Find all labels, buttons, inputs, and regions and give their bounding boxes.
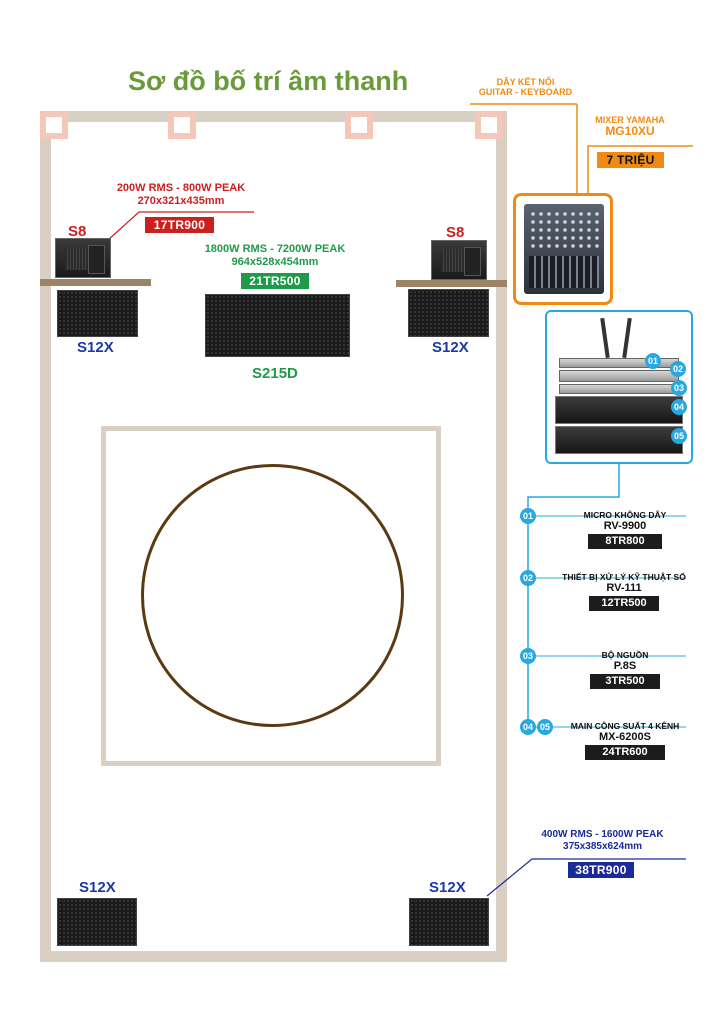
mixer-label: MIXER YAMAHA MG10XU bbox=[590, 115, 670, 139]
equipment-num-05: 05 bbox=[537, 719, 553, 735]
s12x-top-left-label: S12X bbox=[77, 339, 114, 356]
s12x-spec-dimension: 375x385x624mm bbox=[563, 840, 642, 852]
equipment-title: MICRO KHÔNG DÂY bbox=[583, 510, 667, 520]
equipment-model: RV-111 bbox=[606, 582, 642, 594]
s12x-bottom-left-label: S12X bbox=[79, 879, 116, 896]
dance-floor bbox=[101, 426, 441, 766]
dance-floor-circle bbox=[141, 464, 404, 727]
mic-receiver-image bbox=[559, 358, 679, 368]
equipment-price: 24TR600 bbox=[585, 745, 665, 760]
s8-spec-power: 200W RMS - 800W PEAK bbox=[116, 182, 246, 194]
s8-price-badge: 17TR900 bbox=[145, 217, 214, 233]
s8-spec: 200W RMS - 800W PEAK 270x321x435mm bbox=[106, 182, 256, 207]
rack-badge-02: 02 bbox=[670, 361, 686, 377]
equipment-model: RV-9900 bbox=[603, 520, 647, 532]
power-sequencer-image bbox=[559, 384, 679, 394]
equipment-price: 12TR500 bbox=[589, 596, 659, 611]
equipment-num-04: 04 bbox=[520, 719, 536, 735]
equipment-item-processor: THIẾT BỊ XỬ LÝ KỸ THUẬT SỐ RV-111 12TR50… bbox=[558, 572, 690, 611]
processor-image bbox=[559, 370, 679, 382]
equipment-title: THIẾT BỊ XỬ LÝ KỸ THUẬT SỐ bbox=[562, 572, 686, 582]
s12x-bottom-right-label: S12X bbox=[429, 879, 466, 896]
shelf-left bbox=[40, 279, 151, 286]
s215d-spec-power: 1800W RMS - 7200W PEAK bbox=[204, 243, 346, 255]
ceiling-speaker-marker bbox=[40, 111, 68, 139]
rack-badge-04: 04 bbox=[671, 399, 687, 415]
equipment-item-micro: MICRO KHÔNG DÂY RV-9900 8TR800 bbox=[570, 510, 680, 549]
rack-badge-05: 05 bbox=[671, 428, 687, 444]
s215d-spec: 1800W RMS - 7200W PEAK 964x528x454mm bbox=[195, 243, 355, 268]
s12x-spec: 400W RMS - 1600W PEAK 375x385x624mm bbox=[529, 829, 676, 852]
s8-left-speaker bbox=[55, 238, 111, 278]
ceiling-speaker-marker bbox=[168, 111, 196, 139]
rack-badge-01: 01 bbox=[645, 353, 661, 369]
s12x-spec-power: 400W RMS - 1600W PEAK bbox=[541, 829, 664, 840]
rack-badge-03: 03 bbox=[671, 380, 687, 396]
s8-right-label: S8 bbox=[446, 224, 465, 241]
s8-panel bbox=[88, 245, 105, 274]
s12x-top-right-speaker bbox=[408, 289, 489, 337]
equipment-num-02: 02 bbox=[520, 570, 536, 586]
equipment-title: MAIN CÔNG SUẤT 4 KÊNH bbox=[570, 721, 680, 731]
room-wall bbox=[40, 111, 507, 962]
cable-label: DÂY KẾT NỐI GUITAR - KEYBOARD bbox=[478, 77, 573, 98]
power-amp-image bbox=[555, 396, 683, 424]
cable-label-line2: GUITAR - KEYBOARD bbox=[478, 87, 573, 98]
mixer-model: MG10XU bbox=[605, 124, 655, 139]
shelf-right bbox=[396, 280, 507, 287]
s215d-label: S215D bbox=[252, 365, 298, 382]
equipment-num-03: 03 bbox=[520, 648, 536, 664]
s12x-bottom-left-speaker bbox=[57, 898, 137, 946]
mixer-knobs bbox=[529, 210, 599, 250]
equipment-model: MX-6200S bbox=[599, 731, 651, 743]
wireless-mic-image bbox=[600, 317, 610, 359]
s12x-bottom-right-speaker bbox=[409, 898, 489, 946]
s215d-price-badge: 21TR500 bbox=[241, 273, 309, 289]
equipment-price: 3TR500 bbox=[590, 674, 660, 689]
mixer-body bbox=[524, 204, 604, 294]
s12x-top-left-speaker bbox=[57, 290, 138, 337]
ceiling-speaker-marker bbox=[475, 111, 503, 139]
ceiling-speaker-marker bbox=[345, 111, 373, 139]
cable-label-line1: DÂY KẾT NỐI bbox=[496, 77, 555, 87]
mixer-yamaha-image bbox=[513, 193, 613, 305]
s8-right-speaker bbox=[431, 240, 487, 280]
page-title: Sơ đồ bố trí âm thanh bbox=[128, 66, 409, 96]
equipment-num-01: 01 bbox=[520, 508, 536, 524]
mixer-label-line1: MIXER YAMAHA bbox=[595, 115, 665, 125]
equipment-item-power: BỘ NGUỒN P.8S 3TR500 bbox=[570, 650, 680, 689]
mixer-faders bbox=[529, 256, 599, 288]
equipment-title: BỘ NGUỒN bbox=[601, 650, 649, 660]
s8-left-label: S8 bbox=[68, 223, 87, 240]
s8-panel bbox=[464, 247, 481, 276]
s215d-spec-dimension: 964x528x454mm bbox=[231, 255, 319, 268]
equipment-rack-image bbox=[545, 310, 693, 464]
s12x-top-right-label: S12X bbox=[432, 339, 469, 356]
wireless-mic-image bbox=[622, 317, 632, 359]
equipment-item-amplifier: MAIN CÔNG SUẤT 4 KÊNH MX-6200S 24TR600 bbox=[570, 721, 680, 760]
s8-spec-dimension: 270x321x435mm bbox=[137, 194, 225, 207]
equipment-price: 8TR800 bbox=[588, 534, 662, 549]
s215d-subwoofer bbox=[205, 294, 350, 357]
mixer-price-badge: 7 TRIỆU bbox=[597, 152, 664, 168]
power-amp-image bbox=[555, 426, 683, 454]
s12x-price-badge: 38TR900 bbox=[568, 862, 634, 878]
equipment-model: P.8S bbox=[613, 660, 637, 672]
